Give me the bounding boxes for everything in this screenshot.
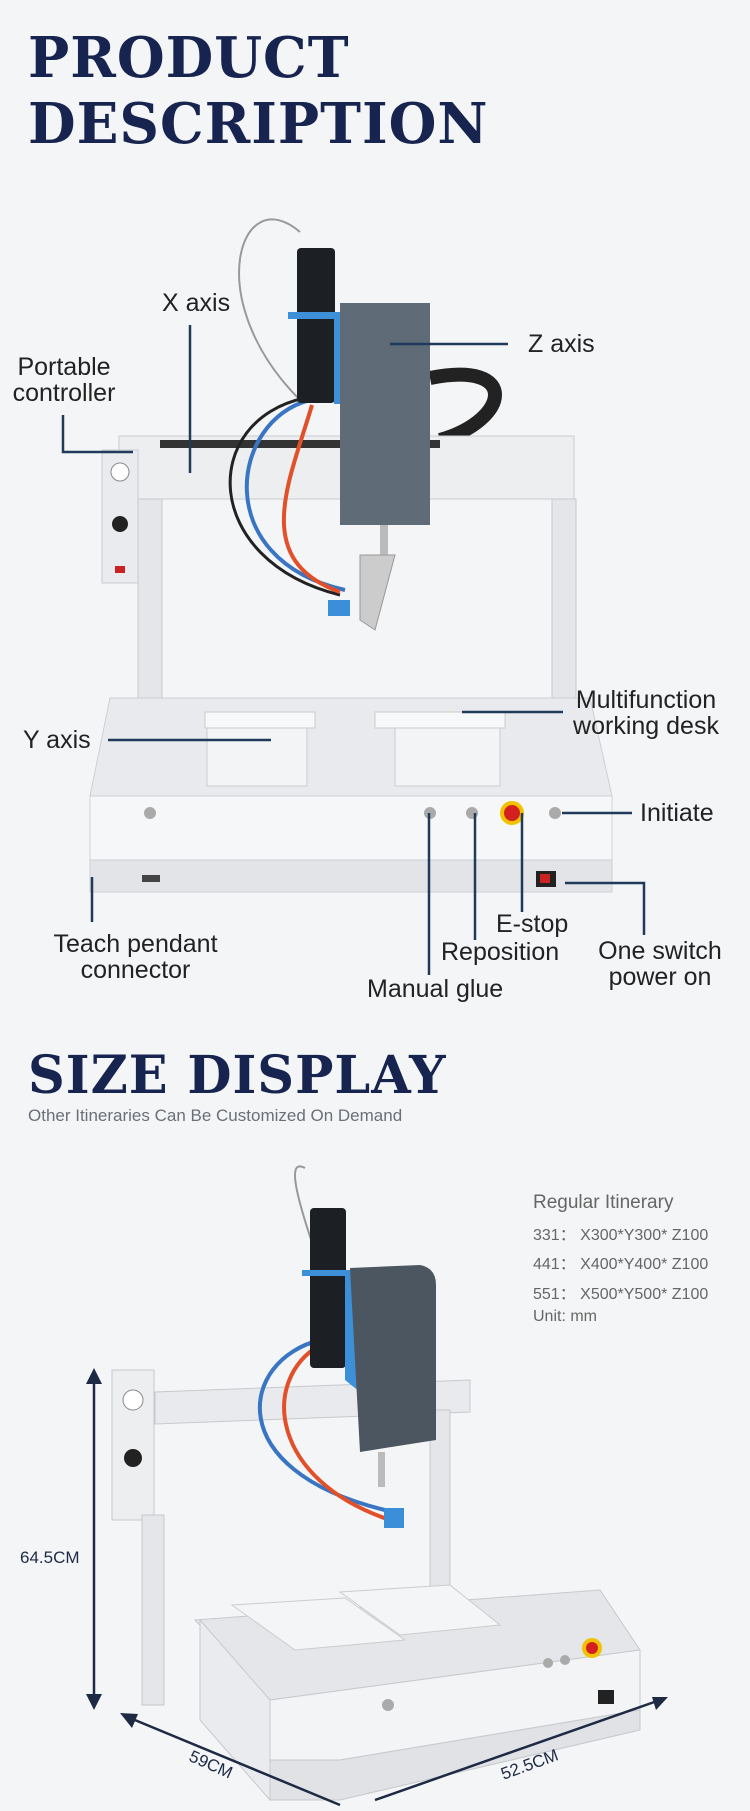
spec-unit: Unit: mm	[533, 1308, 597, 1325]
label-estop: E-stop	[496, 910, 569, 938]
label-one-switch-line1: One switch	[598, 937, 722, 965]
drag-chain	[428, 367, 502, 447]
label-multifunction-line2: working desk	[573, 712, 719, 740]
label-portable-controller-line2: controller	[12, 379, 116, 407]
machine-perspective-view	[111, 1165, 641, 1802]
glue-syringe	[297, 248, 335, 403]
label-teach-pendant-line2: connector	[80, 956, 191, 984]
label-y-axis: Y axis	[23, 726, 91, 754]
title-product: PRODUCT	[28, 25, 350, 91]
title-description: DESCRIPTION	[28, 91, 489, 157]
machine-front-view	[89, 218, 613, 893]
label-one-switch-line2: power on	[608, 963, 712, 991]
label-multifunction-desk: Multifunction working desk	[560, 687, 732, 739]
spec-551: 551： X500*Y500* Z100	[533, 1286, 709, 1303]
dim-height: 64.5CM	[20, 1548, 80, 1567]
label-initiate: Initiate	[640, 799, 714, 827]
label-z-axis: Z axis	[528, 330, 595, 358]
label-x-axis: X axis	[162, 289, 231, 317]
size-subtitle: Other Itineraries Can Be Customized On D…	[28, 1106, 403, 1125]
label-manual-glue: Manual glue	[367, 975, 504, 1003]
label-multifunction-line1: Multifunction	[575, 686, 717, 714]
label-portable-controller-line1: Portable	[17, 353, 111, 381]
title-size-display: SIZE DISPLAY	[28, 1045, 447, 1106]
z-axis-housing	[340, 303, 430, 525]
spec-441: 441： X400*Y400* Z100	[533, 1256, 709, 1273]
label-reposition: Reposition	[441, 938, 560, 966]
label-one-switch: One switch power on	[585, 938, 735, 990]
spec-heading: Regular Itinerary	[533, 1192, 674, 1213]
label-portable-controller: Portable controller	[4, 354, 124, 406]
label-teach-pendant-line1: Teach pendant	[53, 930, 218, 958]
dimension-arrows	[86, 1368, 668, 1807]
spec-331: 331： X300*Y300* Z100	[533, 1227, 709, 1244]
leader-lines	[61, 325, 646, 975]
label-teach-pendant: Teach pendant connector	[38, 931, 233, 983]
